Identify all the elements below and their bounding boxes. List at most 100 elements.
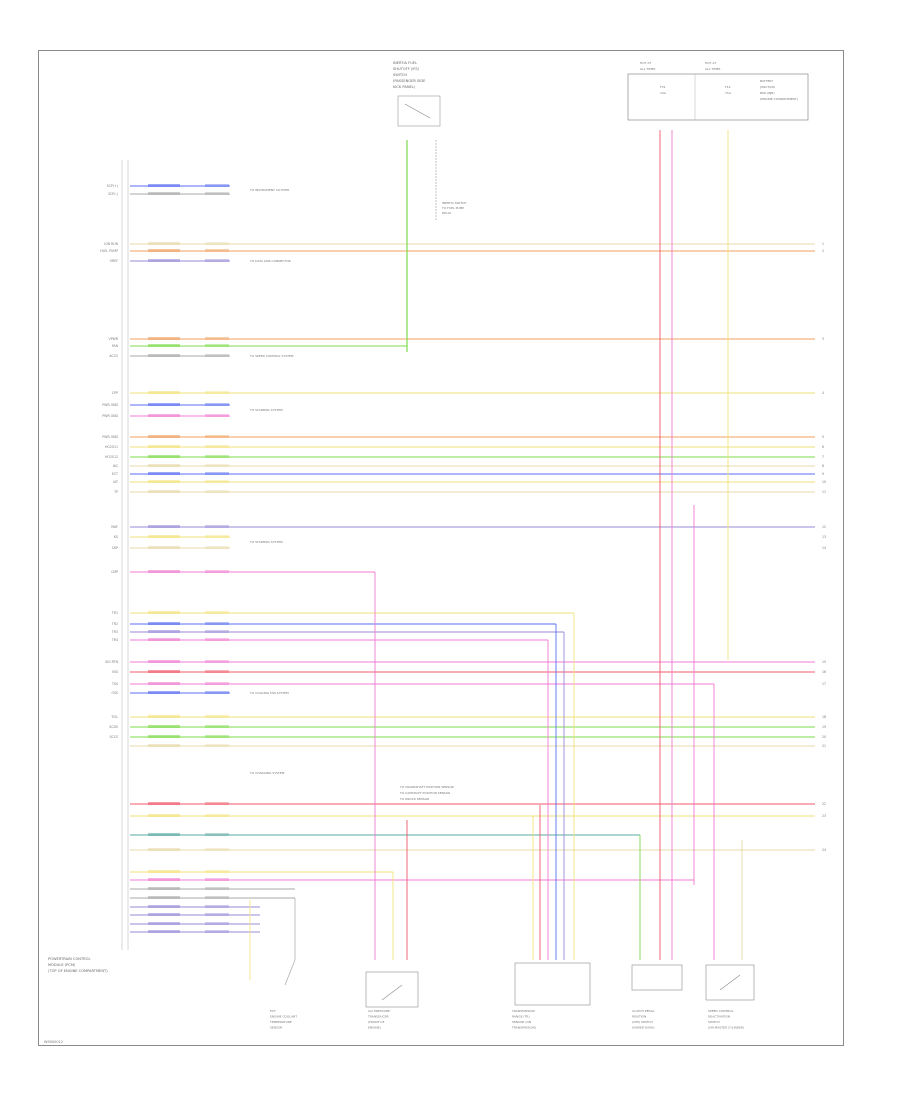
wire-circuit-tag: [205, 570, 229, 573]
wire-runs: [130, 184, 815, 933]
wire-color-tag: [148, 344, 180, 347]
ecm-pin-column: [121, 160, 129, 950]
connector-number: 22: [822, 802, 826, 806]
ecm-pin-label: PWR GND: [102, 435, 118, 439]
connector-number: 2: [822, 249, 824, 253]
wire-color-tag: [148, 472, 180, 475]
ecm-pin-label: ECT: [112, 472, 118, 476]
wire-circuit-tag: [205, 546, 229, 549]
wire-color-tag: [148, 725, 180, 728]
ac-pressure-box: [365, 971, 419, 1008]
note-n7: TO CHARGING SYSTEM: [249, 771, 285, 775]
wire-circuit-tag: [205, 725, 229, 728]
connector-number: 19: [822, 725, 826, 729]
wire-circuit-tag: [205, 472, 229, 475]
fuse-left-label: HOT AT ALL TIMES F31 10A: [640, 61, 667, 95]
ecm-pin-label: CMP: [111, 570, 118, 574]
wire-color-tag: [148, 403, 180, 406]
ecm-pin-label: TR1: [111, 611, 118, 615]
wire-circuit-tag: [205, 833, 229, 836]
wire-color-tag: [148, 455, 180, 458]
wire-circuit-tag: [205, 744, 229, 747]
connector-number: 3: [822, 337, 824, 341]
connector-number: 8: [822, 464, 824, 468]
wire-circuit-tag: [205, 435, 229, 438]
wire-circuit-tag: [205, 630, 229, 633]
cpp-switch-box: [631, 964, 683, 991]
ecm-pin-label: SIG RTN: [105, 660, 118, 664]
ecm-pin-label: TSS: [111, 682, 118, 686]
wire-color-tag: [148, 490, 180, 493]
wire-circuit-tag: [205, 622, 229, 625]
wire-color-tag: [148, 184, 180, 187]
wire-color-tag: [148, 682, 180, 685]
wire-color-tag: [148, 922, 180, 925]
connector-number: 21: [822, 744, 826, 748]
wire-circuit-tag: [205, 670, 229, 673]
wire-color-tag: [148, 259, 180, 262]
wire-circuit-tag: [205, 259, 229, 262]
wire-circuit-tag: [205, 660, 229, 663]
center-note: TO CRANKSHAFT POSITION SENSOR TO CAMSHAF…: [399, 785, 455, 801]
wire-circuit-tag: [205, 814, 229, 817]
wire-color-tag: [148, 870, 180, 873]
wire-color-tag: [148, 833, 180, 836]
note-n5: TO STARTING SYSTEM: [249, 540, 283, 544]
ecm-pin-label: IAC: [113, 464, 119, 468]
ecm-pin-label: CKP: [112, 546, 118, 550]
wire-circuit-tag: [205, 896, 229, 899]
connector-number: 18: [822, 715, 826, 719]
inertia-switch: INERTIA FUEL SHUTOFF (IFS) SWITCH (PASSE…: [393, 61, 441, 127]
connector-number: 14: [822, 546, 826, 550]
connector-number: 15: [822, 660, 826, 664]
ecm-pin-label: OSS: [111, 691, 118, 695]
connector-number: 12: [822, 525, 826, 529]
ecm-pin-label: KS: [114, 535, 118, 539]
wire-circuit-tag: [205, 878, 229, 881]
wire-circuit-tag: [205, 887, 229, 890]
note-n4: TO STARTING SYSTEM: [249, 408, 283, 412]
connector-number: 7: [822, 455, 824, 459]
wire-color-tag: [148, 535, 180, 538]
wire-circuit-tag: [205, 249, 229, 252]
wire-color-tag: [148, 905, 180, 908]
ecm-pin-label: HO2S11: [105, 445, 118, 449]
wire-color-tag: [148, 337, 180, 340]
battery-junction-box: HOT AT ALL TIMES F31 10A HOT AT ALL TIME…: [627, 61, 809, 121]
ecm-pin-label: TCIL: [110, 715, 118, 719]
vertical-wires: [249, 130, 743, 986]
wire-circuit-tag: [205, 525, 229, 528]
ecm-pin-label: SCCS: [110, 735, 119, 739]
wire-color-tag: [148, 691, 180, 694]
wire-circuit-tag: [205, 464, 229, 467]
wire-circuit-tag: [205, 535, 229, 538]
ecm-pin-label: SCP(-): [108, 192, 118, 196]
diagram-frame: [38, 50, 844, 1046]
wire-circuit-tag: [205, 870, 229, 873]
ecm-pin-label: TP: [113, 490, 118, 494]
inertia-side-note: INERTIA SWITCH TO FUEL PUMP RELAY: [441, 201, 467, 215]
wire-circuit-tag: [205, 344, 229, 347]
connector-number: 17: [822, 682, 826, 686]
note-n6: TO COOLING FAN SYSTEM: [249, 691, 289, 695]
wire-color-tag: [148, 660, 180, 663]
ecm-pin-label: SCDS: [109, 725, 118, 729]
wire-circuit-tag: [205, 354, 229, 357]
connector-number: 5: [822, 435, 824, 439]
wire-circuit-tag: [205, 682, 229, 685]
wire-circuit-tag: [205, 802, 229, 805]
document-id: W9000012: [44, 1040, 64, 1044]
wire-color-tag: [148, 480, 180, 483]
wire-circuit-tag: [205, 455, 229, 458]
wire-color-tag: [148, 638, 180, 641]
ecm-pin-label: FUEL PUMP: [100, 249, 118, 253]
ecm-pin-label: VREF: [110, 259, 118, 263]
ecm-pin-label: ACCS: [109, 354, 118, 358]
ecm-pin-label: TR3: [111, 630, 118, 634]
wire-color-tag: [148, 913, 180, 916]
